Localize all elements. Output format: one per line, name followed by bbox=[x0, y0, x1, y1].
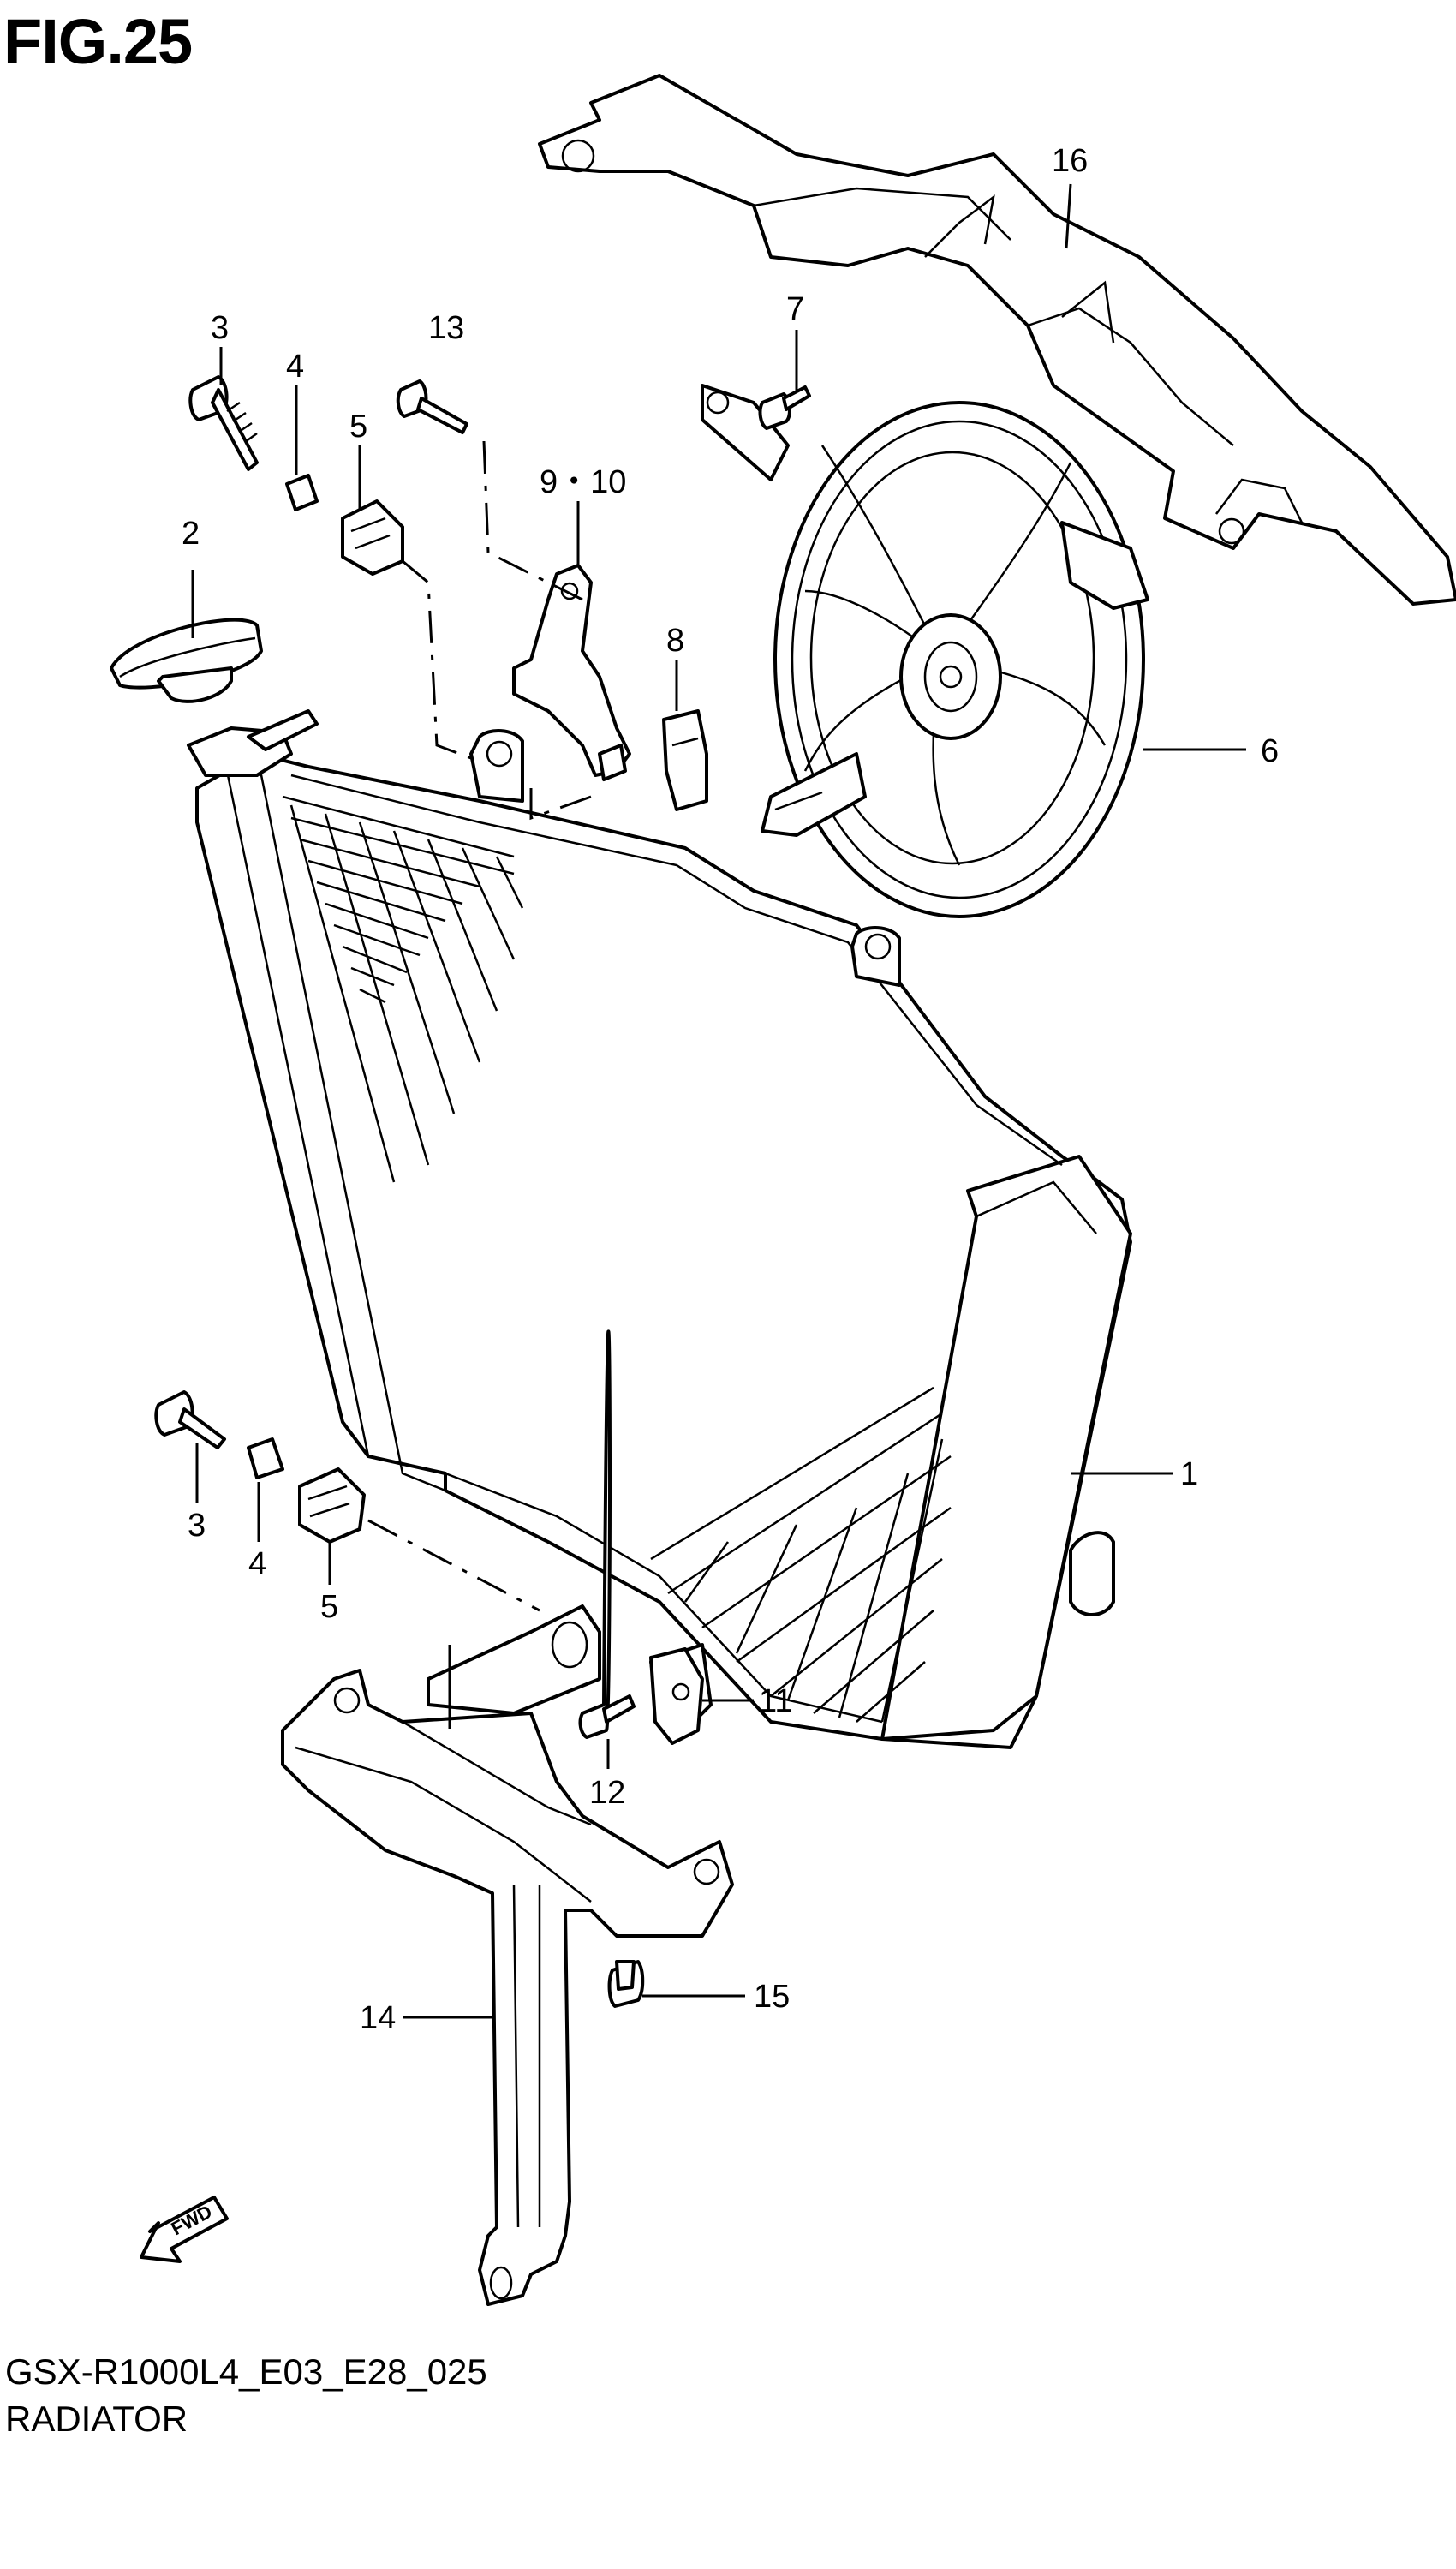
callout-12: 12 bbox=[589, 1775, 625, 1811]
part-15-bolt bbox=[607, 1960, 645, 2008]
callout-labels: 1 2 3 3 4 4 5 5 6 7 8 9・10 11 12 13 14 1… bbox=[182, 143, 1279, 2036]
part-3-bolt-lower bbox=[154, 1390, 226, 1449]
part-8-clip-nut bbox=[662, 709, 708, 811]
leader-lines bbox=[191, 183, 1246, 2019]
fin-hatching-lower bbox=[650, 1386, 952, 1723]
callout-9-10: 9・10 bbox=[540, 464, 626, 500]
callout-5-lower: 5 bbox=[320, 1589, 338, 1625]
part-9-10-bracket bbox=[512, 564, 631, 781]
part-6-cooling-fan bbox=[701, 384, 1149, 918]
callout-3-upper: 3 bbox=[211, 310, 229, 346]
callout-8: 8 bbox=[666, 623, 684, 659]
callout-2: 2 bbox=[182, 516, 200, 552]
part-3-bolt-upper bbox=[188, 375, 259, 471]
assembly-line-5-lower bbox=[367, 1519, 540, 1612]
part-4-collar-lower bbox=[247, 1437, 284, 1479]
callout-14: 14 bbox=[360, 2000, 396, 2036]
figure-code: GSX-R1000L4_E03_E28_025 bbox=[5, 2351, 487, 2392]
callout-1: 1 bbox=[1180, 1456, 1198, 1492]
fwd-arrow-icon: FWD bbox=[140, 2196, 229, 2263]
part-5-grommet-lower bbox=[298, 1467, 366, 1544]
callout-13: 13 bbox=[428, 310, 464, 346]
part-14-lower-bracket bbox=[281, 1604, 734, 2306]
part-11-clip bbox=[649, 1647, 704, 1745]
assembly-line-9-10 bbox=[529, 788, 592, 821]
part-5-grommet-upper bbox=[341, 499, 404, 576]
callout-5-upper: 5 bbox=[349, 409, 367, 445]
part-1-radiator bbox=[187, 709, 1132, 1749]
part-7-bolt bbox=[758, 385, 811, 430]
callout-11: 11 bbox=[759, 1683, 792, 1719]
fin-hatching-upper bbox=[282, 795, 524, 1183]
figure-title: FIG.25 bbox=[3, 6, 193, 77]
assembly-line-5-upper bbox=[402, 559, 472, 760]
part-4-collar-upper bbox=[285, 474, 319, 511]
part-12-bolt bbox=[578, 1329, 636, 1739]
callout-7: 7 bbox=[786, 291, 804, 327]
part-2-radiator-cap bbox=[110, 618, 263, 703]
part-13-bolt bbox=[396, 379, 468, 434]
callout-16: 16 bbox=[1052, 143, 1088, 179]
callout-6: 6 bbox=[1261, 733, 1279, 769]
callout-15: 15 bbox=[754, 1979, 790, 2015]
callout-3-lower: 3 bbox=[188, 1508, 206, 1544]
callout-4-upper: 4 bbox=[286, 349, 304, 385]
part-16-shroud-bracket bbox=[538, 74, 1456, 606]
figure-name: RADIATOR bbox=[5, 2399, 188, 2439]
callout-4-lower: 4 bbox=[248, 1546, 266, 1582]
